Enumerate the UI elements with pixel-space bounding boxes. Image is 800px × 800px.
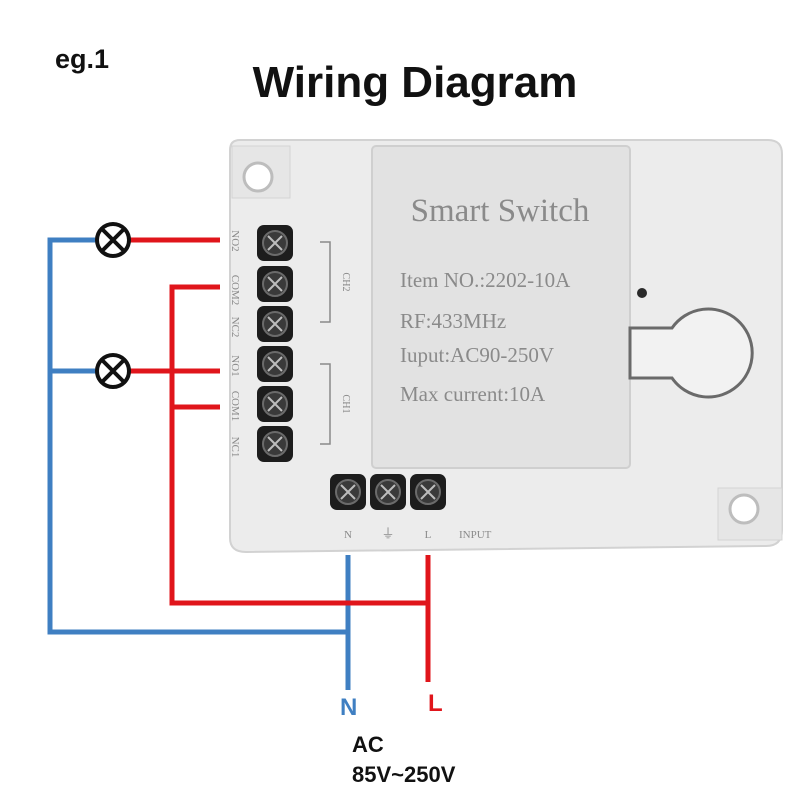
terminal-label-nc1: NC1	[229, 437, 241, 458]
input-l-label: L	[425, 529, 432, 541]
ground-symbol-icon: ⏚	[381, 526, 394, 541]
neutral-wire-lamp1	[47, 237, 348, 635]
screw-com1	[257, 386, 293, 422]
device-cover	[371, 145, 631, 469]
screw-nc1	[257, 426, 293, 462]
screw-no2	[257, 225, 293, 261]
supply-label: AC 85V~250V	[352, 730, 455, 790]
input-label: INPUT	[459, 529, 492, 541]
screw-no1	[257, 346, 293, 382]
example-tag: eg.1	[55, 44, 110, 74]
device-rf: RF:433MHz	[400, 309, 506, 333]
terminal-label-no2: NO2	[229, 230, 241, 251]
neutral-wiring	[47, 237, 351, 690]
terminal-label-com2: COM2	[229, 275, 241, 306]
input-n-label: N	[344, 529, 352, 541]
left-terminal-block	[257, 225, 293, 462]
screw-nc2	[257, 306, 293, 342]
live-wiring	[130, 237, 431, 682]
mounting-hole-top	[242, 161, 274, 193]
ch2-bracket	[320, 241, 331, 323]
input-terminal-block	[330, 474, 446, 510]
supply-type: AC	[352, 732, 384, 757]
lamp-2-icon	[95, 353, 131, 389]
ch1-label: CH1	[340, 395, 351, 414]
device-item-no: Item NO.:2202-10A	[400, 268, 571, 292]
status-led-icon	[637, 288, 647, 298]
device-input-rating: Iuput:AC90-250V	[400, 343, 554, 367]
screw-ground	[370, 474, 406, 510]
neutral-label: N	[340, 694, 358, 721]
screw-com2	[257, 266, 293, 302]
diagram-title: Wiring Diagram	[252, 58, 578, 107]
pairing-button[interactable]	[628, 307, 754, 399]
live-wire-com-bus	[169, 284, 428, 606]
screw-n	[330, 474, 366, 510]
screw-l	[410, 474, 446, 510]
terminal-label-nc2: NC2	[229, 317, 241, 338]
supply-voltage: 85V~250V	[352, 762, 456, 787]
ch1-bracket	[320, 363, 331, 445]
ch2-label: CH2	[340, 273, 351, 292]
lamp-1-icon	[95, 222, 131, 258]
device-name: Smart Switch	[411, 193, 590, 229]
terminal-label-com1: COM1	[229, 391, 241, 422]
mounting-hole-bottom	[728, 493, 760, 525]
live-label: L	[428, 690, 443, 717]
device-max-current: Max current:10A	[400, 382, 546, 406]
terminal-label-no1: NO1	[229, 355, 241, 376]
